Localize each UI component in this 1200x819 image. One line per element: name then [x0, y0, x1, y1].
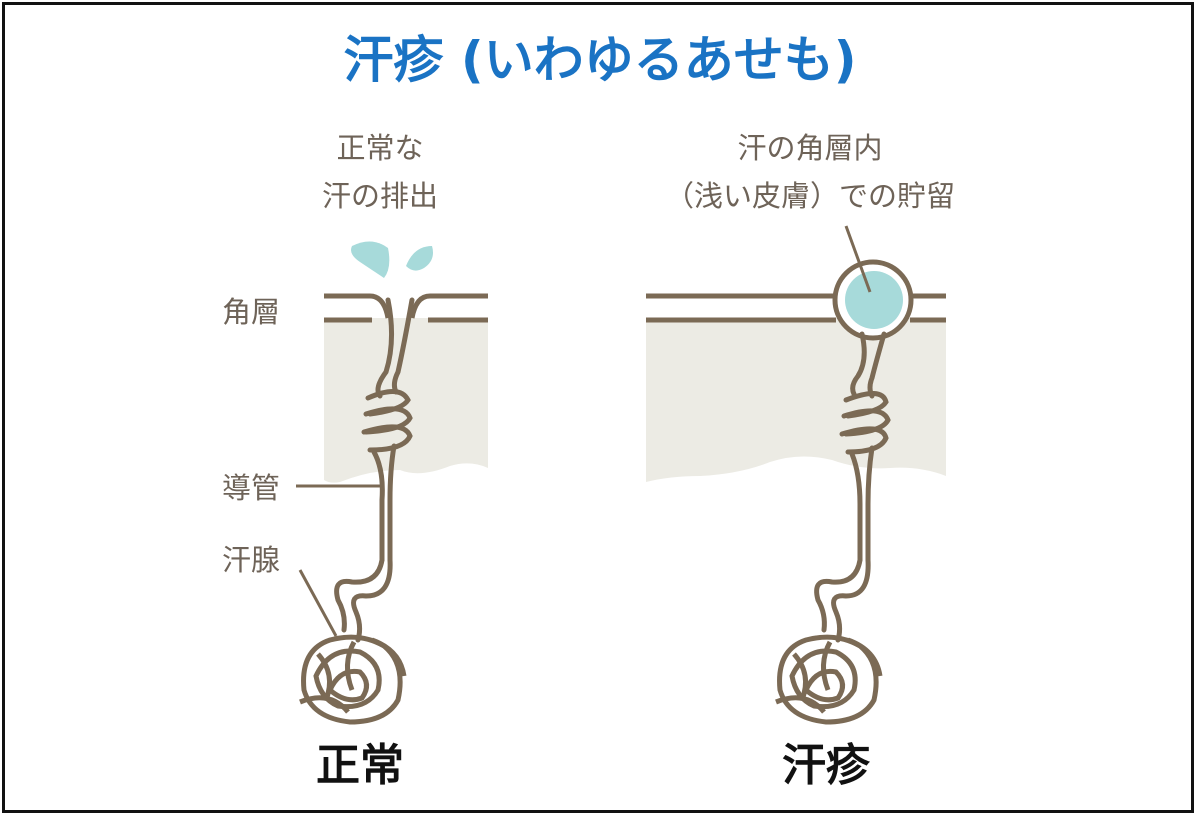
normal-caption: 正常	[316, 740, 404, 791]
page-title: 汗疹 (いわゆるあせも)	[343, 31, 857, 89]
miliaria-heading-line2: （浅い皮膚）での貯留	[664, 179, 955, 213]
miliaria-sweat-blister	[845, 271, 903, 329]
normal-sweat-duct	[334, 297, 415, 643]
label-sweat-gland: 汗腺	[222, 543, 281, 577]
normal-sweat-drop-right	[406, 246, 433, 271]
normal-panel	[296, 241, 488, 725]
label-sweat-duct: 導管	[222, 471, 281, 505]
miliaria-heading-line1: 汗の角層内	[737, 131, 883, 165]
miliaria-caption: 汗疹	[782, 740, 870, 791]
normal-heading-line2: 汗の排出	[321, 179, 438, 213]
label-stratum-corneum: 角層	[222, 295, 281, 329]
normal-heading: 正常な 汗の排出	[300, 124, 460, 220]
miliaria-sweat-duct	[814, 331, 891, 643]
miliaria-panel	[646, 225, 946, 725]
normal-stratum-line-top	[324, 293, 391, 319]
miliaria-heading-leader	[844, 225, 872, 293]
normal-label-gland-leader	[298, 569, 338, 637]
miliaria-heading: 汗の角層内 （浅い皮膚）での貯留	[640, 124, 980, 220]
normal-heading-line1: 正常な	[336, 131, 424, 165]
miliaria-sweat-gland	[775, 634, 883, 725]
normal-sweat-drop-left	[351, 241, 390, 278]
miliaria-skin-layer	[646, 318, 946, 482]
normal-sweat-gland	[299, 634, 407, 725]
